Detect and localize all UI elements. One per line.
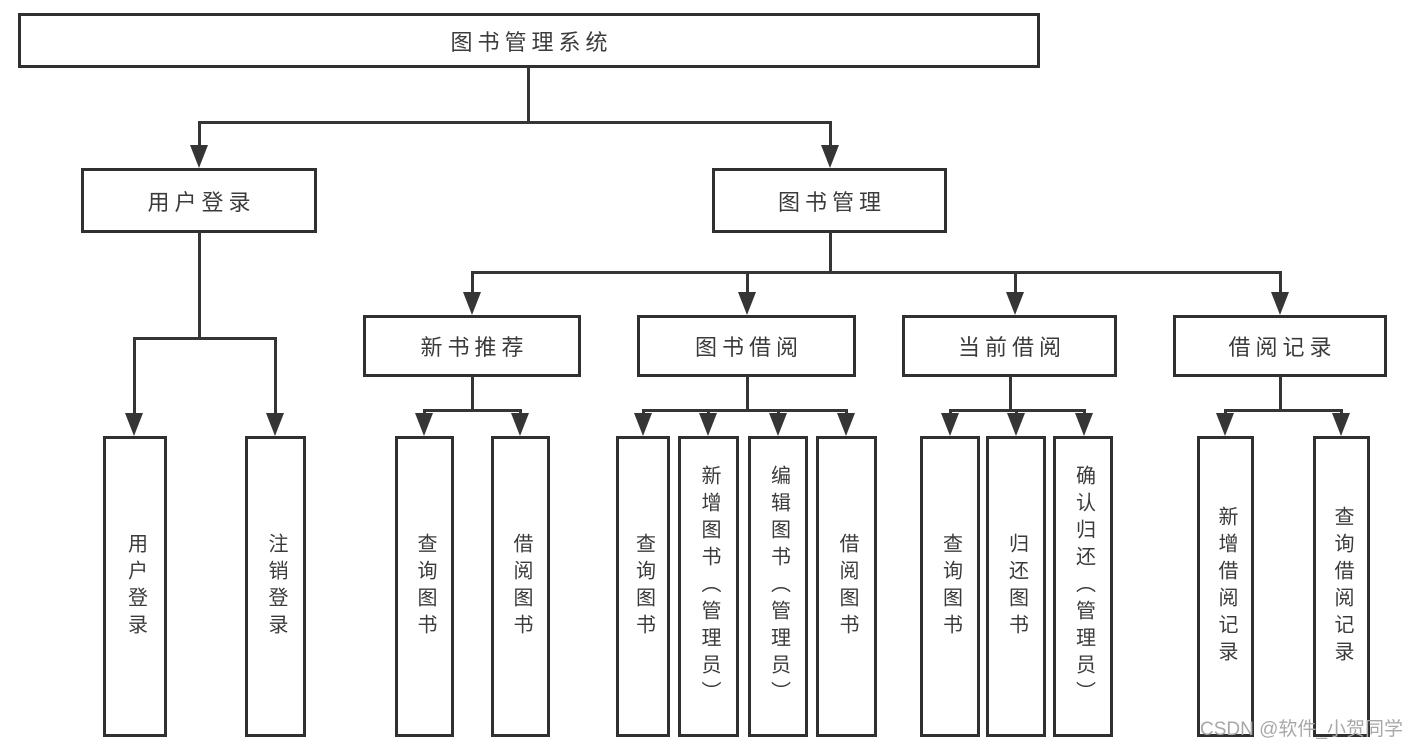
node-borrow-records: 借阅记录 bbox=[1173, 315, 1387, 377]
leaf-record-query-label: 查询借阅记录 bbox=[1331, 505, 1353, 668]
leaf-user-login-label: 用户登录 bbox=[124, 532, 147, 641]
leaf-newbook-query: 查询图书 bbox=[395, 436, 454, 737]
arrowhead-icon bbox=[463, 292, 481, 315]
connector-line bbox=[1279, 271, 1282, 294]
leaf-current-return: 归还图书 bbox=[986, 436, 1046, 737]
arrowhead-icon bbox=[190, 145, 208, 168]
leaf-logout-label: 注销登录 bbox=[265, 532, 287, 641]
leaf-newbook-query-label: 查询图书 bbox=[414, 532, 436, 641]
connector-line bbox=[198, 121, 832, 124]
node-book-borrow: 图书借阅 bbox=[637, 315, 856, 377]
leaf-current-confirm-return: 确认归还（管理员） bbox=[1053, 436, 1113, 737]
leaf-current-confirm-return-label: 确认归还（管理员） bbox=[1072, 465, 1095, 708]
node-user-login: 用户登录 bbox=[81, 168, 317, 233]
arrowhead-icon bbox=[1075, 413, 1093, 436]
csdn-watermark: CSDN @软件_小贺同学 bbox=[1200, 719, 1403, 740]
leaf-newbook-borrow: 借阅图书 bbox=[491, 436, 550, 737]
leaf-borrow-borrow-book: 借阅图书 bbox=[816, 436, 877, 737]
leaf-record-query: 查询借阅记录 bbox=[1313, 436, 1370, 737]
node-new-book-recommend: 新书推荐 bbox=[363, 315, 581, 377]
connector-line bbox=[133, 337, 136, 415]
arrowhead-icon bbox=[699, 413, 717, 436]
arrowhead-icon bbox=[941, 413, 959, 436]
arrowhead-icon bbox=[266, 413, 284, 436]
connector-line bbox=[1279, 376, 1282, 412]
leaf-record-add: 新增借阅记录 bbox=[1197, 436, 1254, 737]
connector-line bbox=[274, 337, 277, 415]
leaf-borrow-add-book: 新增图书（管理员） bbox=[678, 436, 739, 737]
leaf-current-return-label: 归还图书 bbox=[1005, 532, 1028, 641]
leaf-current-query: 查询图书 bbox=[920, 436, 980, 737]
connector-line bbox=[471, 376, 474, 412]
connector-line bbox=[746, 271, 749, 294]
arrowhead-icon bbox=[1271, 292, 1289, 315]
connector-line bbox=[829, 232, 832, 273]
connector-line bbox=[133, 337, 277, 340]
arrowhead-icon bbox=[1332, 413, 1350, 436]
connector-line bbox=[642, 409, 848, 412]
connector-line bbox=[471, 271, 1282, 274]
arrowhead-icon bbox=[415, 413, 433, 436]
connector-line bbox=[423, 409, 522, 412]
arrowhead-icon bbox=[738, 292, 756, 315]
connector-line bbox=[471, 271, 474, 294]
connector-line bbox=[1014, 271, 1017, 294]
leaf-borrow-edit-book: 编辑图书（管理员） bbox=[748, 436, 808, 737]
connector-line bbox=[829, 121, 832, 147]
arrowhead-icon bbox=[125, 413, 143, 436]
node-current-borrow: 当前借阅 bbox=[902, 315, 1117, 377]
arrowhead-icon bbox=[821, 145, 839, 168]
node-book-management: 图书管理 bbox=[712, 168, 947, 233]
connector-line bbox=[1009, 376, 1012, 412]
connector-line bbox=[746, 376, 749, 412]
node-root: 图书管理系统 bbox=[18, 13, 1040, 68]
connector-line bbox=[527, 67, 530, 123]
leaf-borrow-borrow-book-label: 借阅图书 bbox=[836, 532, 858, 641]
arrowhead-icon bbox=[837, 413, 855, 436]
connector-line bbox=[198, 121, 201, 147]
leaf-current-query-label: 查询图书 bbox=[939, 532, 962, 641]
leaf-borrow-add-book-label: 新增图书（管理员） bbox=[698, 465, 720, 708]
arrowhead-icon bbox=[1006, 292, 1024, 315]
leaf-borrow-query: 查询图书 bbox=[616, 436, 670, 737]
leaf-record-add-label: 新增借阅记录 bbox=[1215, 505, 1237, 668]
arrowhead-icon bbox=[511, 413, 529, 436]
leaf-user-login: 用户登录 bbox=[103, 436, 167, 737]
leaf-logout: 注销登录 bbox=[245, 436, 306, 737]
connector-line bbox=[1224, 409, 1343, 412]
leaf-borrow-edit-book-label: 编辑图书（管理员） bbox=[767, 465, 790, 708]
arrowhead-icon bbox=[1216, 413, 1234, 436]
arrowhead-icon bbox=[1007, 413, 1025, 436]
arrowhead-icon bbox=[634, 413, 652, 436]
connector-line bbox=[198, 232, 201, 338]
leaf-newbook-borrow-label: 借阅图书 bbox=[510, 532, 532, 641]
leaf-borrow-query-label: 查询图书 bbox=[632, 532, 655, 641]
arrowhead-icon bbox=[769, 413, 787, 436]
